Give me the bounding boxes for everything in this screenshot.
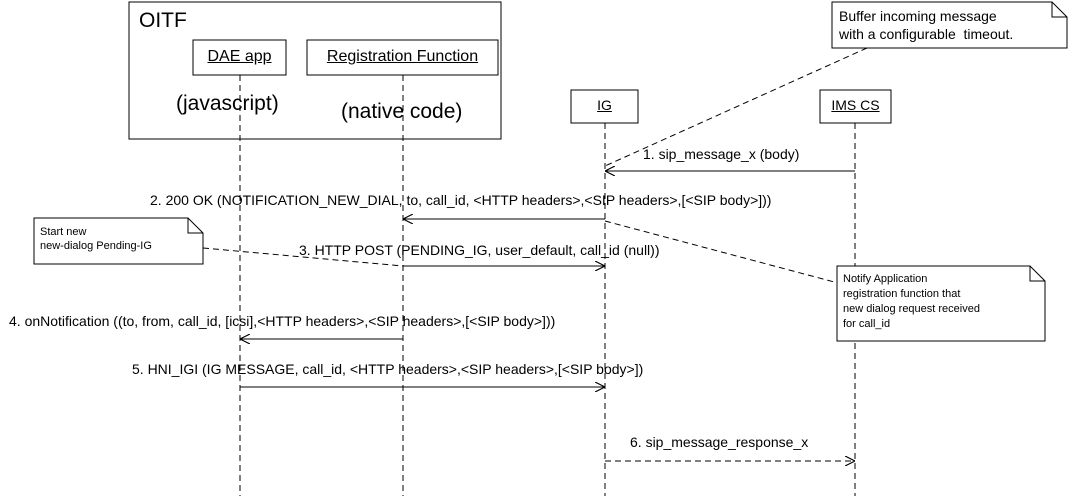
oitf-title: OITF	[139, 9, 187, 32]
note-buffer-line-1: Buffer incoming message	[839, 8, 997, 24]
participant-box-ig	[570, 89, 639, 124]
participant-box-registration-function	[306, 39, 499, 76]
note-start-line-1: Start new	[40, 226, 87, 238]
message-label-6: 6. sip_message_response_x	[630, 434, 809, 450]
note-notify-line-4: for call_id	[843, 318, 891, 330]
note-notify-line-3: new dialog request received	[843, 303, 980, 315]
note-box-buffer	[831, 1, 1068, 49]
note-fold-notify	[1029, 266, 1045, 282]
participant-box-dae-app	[192, 39, 287, 76]
note-buffer-line-2: with a configurable timeout.	[839, 26, 1014, 42]
participant-name-ims-cs: IMS CS	[831, 97, 880, 113]
participant-name-ig: IG	[597, 97, 612, 113]
message-label-4: 4. onNotification ((to, from, call_id, […	[9, 313, 556, 329]
note-connector-start	[202, 247, 404, 267]
participant-name-dae-app: DAE app	[207, 48, 272, 65]
message-label-5: 5. HNI_IGI (IG MESSAGE, call_id, <HTTP h…	[132, 361, 644, 377]
note-connector-buffer	[604, 47, 868, 167]
message-label-1: 1. sip_message_x (body)	[643, 146, 800, 162]
note-box-notify	[836, 265, 1046, 342]
participant-subtitle-dae-app: (javascript)	[176, 92, 279, 115]
note-fold-start	[187, 218, 203, 234]
note-connector-notify	[604, 220, 839, 284]
participant-subtitle-registration-function: (native code)	[341, 100, 463, 123]
note-notify-line-1: Notify Application	[843, 273, 928, 285]
note-fold-buffer	[1051, 2, 1067, 18]
participant-box-ims-cs	[819, 89, 892, 124]
participant-name-registration-function: Registration Function	[326, 48, 479, 65]
note-notify-line-2: registration function that	[843, 288, 961, 300]
message-label-3: 3. HTTP POST (PENDING_IG, user_default, …	[299, 242, 660, 258]
note-box-start	[33, 217, 204, 265]
note-start-line-2: new-dialog Pending-IG	[40, 240, 152, 252]
message-label-2: 2. 200 OK (NOTIFICATION_NEW_DIAL, to, ca…	[150, 192, 772, 208]
